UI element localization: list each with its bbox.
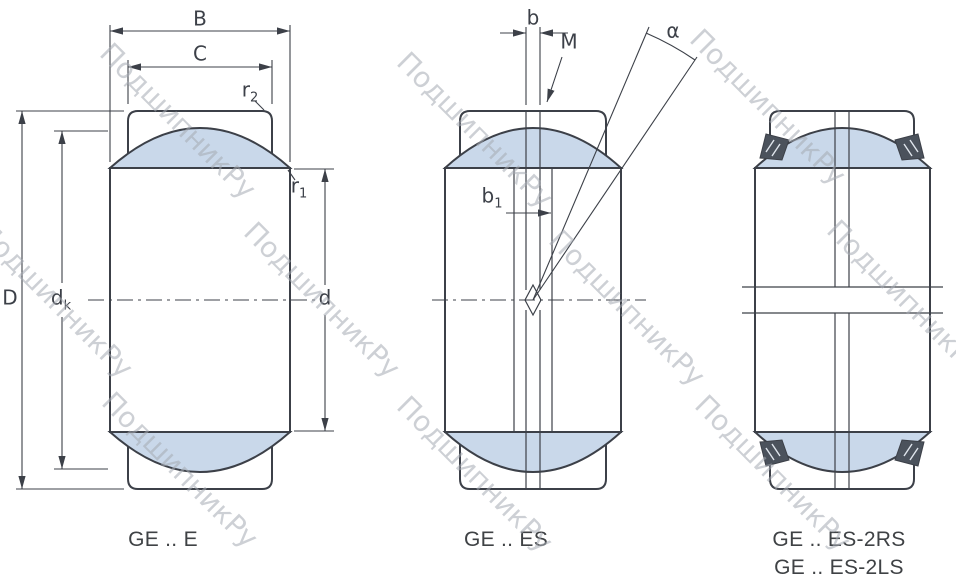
bore-lines [742, 286, 943, 314]
dim-label-d: d [318, 285, 332, 310]
leader-r2 [254, 100, 265, 111]
dim-label-r1: r1 [290, 173, 308, 202]
caption-ge-e: GE .. E [128, 528, 198, 551]
dim-label-C: C [193, 41, 207, 66]
bearing-ge-e [88, 110, 315, 490]
dim-b [500, 27, 568, 105]
inner-ring-bottom [442, 431, 624, 473]
dim-dk [54, 130, 108, 470]
bearing-ge-es-2rs [742, 110, 943, 490]
lube-hole-center [524, 283, 542, 317]
leader-r1 [287, 169, 296, 181]
inner-ring-top [107, 127, 293, 169]
dim-label-alpha: α [666, 18, 680, 43]
dim-C [127, 60, 273, 104]
angle-alpha [532, 26, 698, 301]
dim-label-b1: b1 [481, 183, 503, 212]
dim-label-dk: dk [50, 285, 72, 314]
bore [754, 167, 931, 433]
dim-label-M: M [560, 29, 578, 54]
dim-D [16, 110, 124, 490]
caption-ge-es-2ls: GE .. ES-2LS [774, 556, 904, 579]
bearing-ge-es [432, 110, 646, 490]
dim-label-b: b [526, 5, 540, 30]
caption-ge-es: GE .. ES [463, 528, 549, 551]
dim-label-D: D [2, 285, 18, 310]
dim-label-B: B [193, 6, 207, 31]
dim-label-r2: r2 [241, 77, 259, 106]
leader-M [546, 56, 563, 103]
lube-hole-lines [525, 111, 541, 489]
lube-hole-lines [834, 111, 850, 489]
dim-B [109, 25, 291, 162]
inner-ring-bottom [107, 431, 293, 473]
inner-ring-top [442, 127, 624, 169]
caption-ge-es-2rs: GE .. ES-2RS [772, 528, 906, 551]
dim-d [294, 168, 334, 432]
